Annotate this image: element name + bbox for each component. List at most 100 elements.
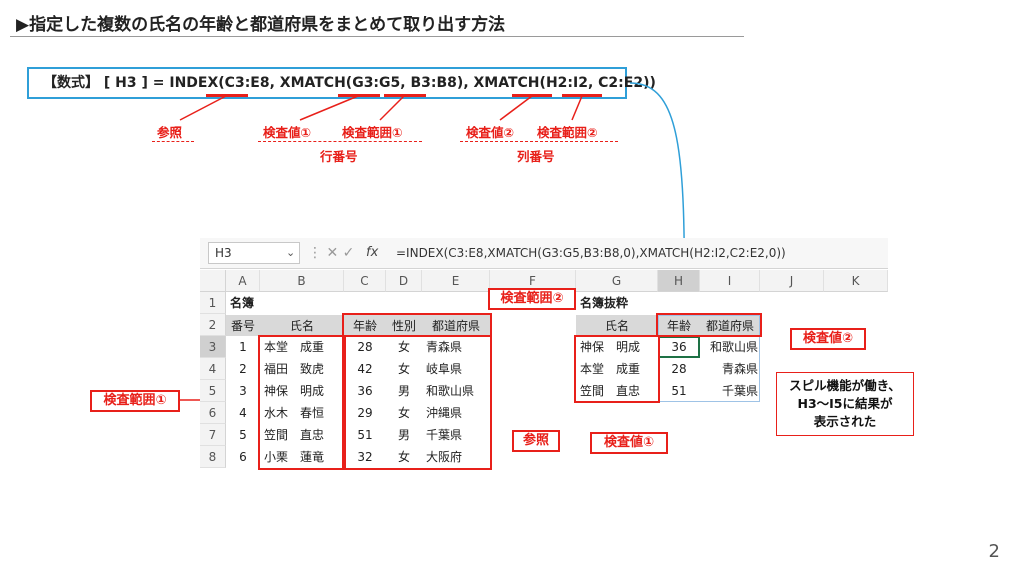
cell-pref[interactable]: 和歌山県 — [426, 384, 475, 398]
header-name[interactable]: 氏名 — [260, 315, 344, 336]
header-no[interactable]: 番号 — [226, 315, 260, 336]
extract-age[interactable]: 36 — [671, 340, 687, 354]
cell-no[interactable]: 6 — [239, 450, 247, 464]
cell-a1[interactable]: 名簿 — [230, 296, 255, 310]
cell-no[interactable]: 4 — [239, 406, 247, 420]
extract-pref[interactable]: 千葉県 — [721, 384, 758, 398]
row-header-8[interactable]: 8 — [200, 446, 226, 468]
header-extract-pref[interactable]: 都道府県 — [700, 315, 760, 336]
range1-box — [258, 335, 346, 470]
cell-sex[interactable]: 女 — [397, 362, 410, 376]
row-header-7[interactable]: 7 — [200, 424, 226, 446]
cell-age[interactable]: 51 — [357, 428, 373, 442]
cell-pref[interactable]: 岐阜県 — [426, 362, 463, 376]
row-header-2[interactable]: 2 — [200, 314, 226, 336]
cell-name[interactable]: 福田 致虎 — [264, 362, 325, 376]
cell-age[interactable]: 42 — [357, 362, 373, 376]
col-header-c[interactable]: C — [344, 270, 386, 292]
col-header-i[interactable]: I — [700, 270, 760, 292]
cell-no[interactable]: 2 — [239, 362, 247, 376]
cell-sex[interactable]: 女 — [397, 340, 410, 354]
function-icon[interactable]: fx — [366, 245, 379, 260]
cell-sex[interactable]: 女 — [397, 406, 410, 420]
formula-comma2: , — [587, 75, 599, 91]
callout-lookup2: 検査値② — [790, 328, 866, 350]
row-header-1[interactable]: 1 — [200, 292, 226, 314]
range2-box — [342, 313, 492, 337]
col-header-d[interactable]: D — [386, 270, 422, 292]
formula-lookup1: G3:G5 — [352, 75, 401, 91]
col-header-k[interactable]: K — [824, 270, 888, 292]
formula-bar: H3 ⌄ ⋮ ✕ ✓ fx =INDEX(C3:E8,XMATCH(G3:G5,… — [200, 238, 888, 269]
cell-g1[interactable]: 名簿抜粋 — [580, 296, 629, 310]
dash-ref — [152, 141, 194, 142]
label-range1: 検査範囲① — [342, 125, 403, 140]
chevron-down-icon[interactable]: ⌄ — [286, 246, 296, 259]
cell-name[interactable]: 笠間 直忠 — [264, 428, 325, 442]
cell-name[interactable]: 水木 春恒 — [264, 406, 325, 420]
header-sex[interactable]: 性別 — [386, 315, 422, 336]
page-title: ▶指定した複数の氏名の年齢と都道府県をまとめて取り出す方法 — [16, 15, 506, 35]
lookup1-underline — [338, 94, 380, 97]
cell-no[interactable]: 1 — [239, 340, 247, 354]
formula-range2: C2:E2 — [598, 75, 644, 91]
select-all-corner[interactable] — [200, 270, 226, 292]
cell-age[interactable]: 32 — [357, 450, 373, 464]
cell-name[interactable]: 本堂 成重 — [264, 340, 325, 354]
extract-pref[interactable]: 青森県 — [721, 362, 758, 376]
cell-name[interactable]: 小栗 蓮竜 — [264, 450, 325, 464]
header-extract-name[interactable]: 氏名 — [576, 315, 658, 336]
excel-window: H3 ⌄ ⋮ ✕ ✓ fx =INDEX(C3:E8,XMATCH(G3:G5,… — [200, 238, 888, 470]
col-header-g[interactable]: G — [576, 270, 658, 292]
cell-pref[interactable]: 沖縄県 — [426, 406, 463, 420]
extract-name[interactable]: 神保 明成 — [580, 340, 641, 354]
spill-note-line3: 表示された — [813, 414, 877, 429]
cell-pref[interactable]: 大阪府 — [426, 450, 463, 464]
header-pref[interactable]: 都道府県 — [422, 315, 490, 336]
col-header-a[interactable]: A — [226, 270, 260, 292]
ref-box — [342, 335, 492, 470]
header-extract-age[interactable]: 年齢 — [658, 315, 700, 336]
cell-age[interactable]: 28 — [357, 340, 373, 354]
lookup2-box — [656, 313, 762, 337]
header-age[interactable]: 年齢 — [344, 315, 386, 336]
cell-sex[interactable]: 男 — [397, 384, 410, 398]
cell-age[interactable]: 36 — [357, 384, 373, 398]
name-box[interactable]: H3 — [208, 242, 300, 264]
extract-pref[interactable]: 和歌山県 — [709, 340, 758, 354]
formula-mid1: , XMATCH( — [269, 75, 353, 91]
col-header-e[interactable]: E — [422, 270, 490, 292]
ref-underline — [206, 94, 248, 97]
row-header-6[interactable]: 6 — [200, 402, 226, 424]
cell-name[interactable]: 神保 明成 — [264, 384, 325, 398]
row-header-4[interactable]: 4 — [200, 358, 226, 380]
cell-sex[interactable]: 男 — [397, 428, 410, 442]
cell-pref[interactable]: 千葉県 — [426, 428, 463, 442]
col-header-j[interactable]: J — [760, 270, 824, 292]
row-header-3[interactable]: 3 — [200, 336, 226, 358]
cell-no[interactable]: 5 — [239, 428, 247, 442]
cell-age[interactable]: 29 — [357, 406, 373, 420]
spill-note: スピル機能が働き、 H3～I5に結果が 表示された — [776, 372, 914, 436]
formula-bar-controls[interactable]: ⋮ ✕ ✓ — [308, 245, 355, 261]
row-header-5[interactable]: 5 — [200, 380, 226, 402]
extract-name[interactable]: 笠間 直忠 — [580, 384, 641, 398]
spill-note-line1: スピル機能が働き、 — [789, 378, 901, 393]
extract-age[interactable]: 28 — [671, 362, 687, 376]
col-header-h[interactable]: H — [658, 270, 700, 292]
range1-underline — [384, 94, 426, 97]
formula-lookup2: H2:I2 — [545, 75, 588, 91]
active-cell-h3[interactable] — [658, 336, 700, 358]
label-lookup1: 検査値① — [263, 125, 312, 140]
cell-pref[interactable]: 青森県 — [426, 340, 463, 354]
formula-mid2: ), XMATCH( — [456, 75, 546, 91]
label-range2: 検査範囲② — [537, 125, 598, 140]
cell-sex[interactable]: 女 — [397, 450, 410, 464]
label-lookup2: 検査値② — [466, 125, 515, 140]
extract-name[interactable]: 本堂 成重 — [580, 362, 641, 376]
formula-comma1: , — [400, 75, 411, 91]
cell-no[interactable]: 3 — [239, 384, 247, 398]
extract-age[interactable]: 51 — [671, 384, 687, 398]
formula-input[interactable]: =INDEX(C3:E8,XMATCH(G3:G5,B3:B8,0),XMATC… — [396, 246, 786, 260]
col-header-b[interactable]: B — [260, 270, 344, 292]
